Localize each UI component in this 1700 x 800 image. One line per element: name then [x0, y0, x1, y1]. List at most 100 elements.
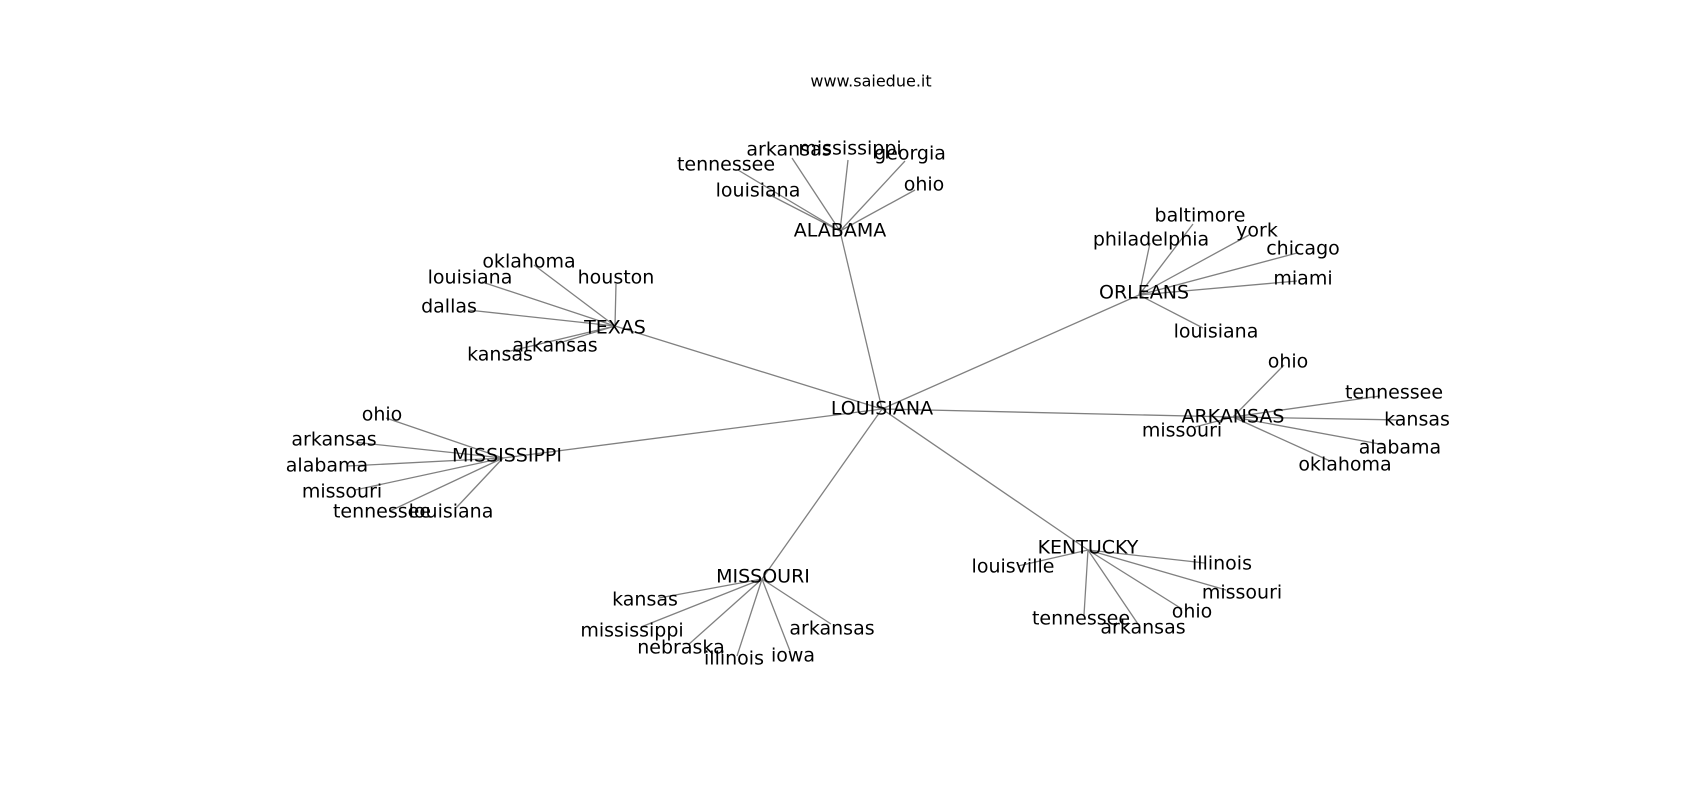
edge-arkansas-alabama [1232, 416, 1386, 446]
edge-orleans-baltimore [1138, 223, 1194, 296]
leaf-node-texas-houston: houston [578, 267, 655, 289]
edge-kentucky-louisville [1017, 549, 1089, 567]
leaf-node-alabama-louisiana: louisiana [716, 180, 801, 202]
edge-root-orleans [881, 294, 1140, 410]
site-title: www.saiedue.it [810, 72, 931, 91]
leaf-node-alabama-mississippi: mississippi [798, 138, 901, 160]
edge-missouri-kansas [658, 578, 763, 599]
leaf-node-missouri-kansas: kansas [612, 589, 678, 611]
leaf-node-mississippi-missouri: missouri [302, 481, 382, 503]
edge-root-texas [614, 325, 883, 410]
edge-mississippi-tennessee [389, 457, 504, 512]
edge-orleans-york [1138, 234, 1250, 296]
hub-node-arkansas: ARKANSAS [1181, 406, 1284, 428]
edge-texas-houston [614, 283, 617, 327]
edge-arkansas-oklahoma [1232, 416, 1331, 462]
edge-alabama-tennessee [737, 169, 841, 232]
leaf-node-texas-kansas: kansas [467, 344, 533, 366]
leaf-node-orleans-chicago: chicago [1266, 238, 1340, 260]
edge-texas-oklahoma [533, 264, 616, 327]
edge-missouri-nebraska [687, 578, 763, 646]
edge-alabama-georgia [839, 160, 906, 232]
edge-texas-louisiana [481, 281, 616, 327]
edge-alabama-ohio [839, 189, 916, 232]
edge-root-mississippi [502, 408, 883, 459]
edge-kentucky-illinois [1087, 549, 1206, 564]
leaf-node-arkansas-tennessee: tennessee [1345, 382, 1443, 404]
edge-alabama-louisiana [767, 193, 841, 232]
root-node-louisiana: LOUISIANA [831, 398, 933, 420]
hub-node-mississippi: MISSISSIPPI [452, 445, 562, 467]
edge-mississippi-alabama [347, 457, 504, 467]
edge-orleans-chicago [1138, 252, 1298, 296]
leaf-node-missouri-illinois: illinois [704, 648, 764, 670]
leaf-node-alabama-tennessee: tennessee [677, 154, 775, 176]
edge-root-arkansas [881, 408, 1234, 418]
leaf-node-arkansas-kansas: kansas [1384, 409, 1450, 431]
edge-mississippi-ohio [385, 417, 504, 459]
edge-root-kentucky [881, 408, 1089, 551]
hub-node-alabama: ALABAMA [794, 220, 886, 242]
edge-alabama-mississippi [839, 159, 849, 232]
leaf-node-arkansas-oklahoma: oklahoma [1298, 454, 1391, 476]
nodes: arkansasmississippigeorgiatennesseelouis… [286, 138, 1450, 670]
leaf-node-orleans-louisiana: louisiana [1174, 321, 1259, 343]
hub-node-kentucky: KENTUCKY [1038, 537, 1139, 559]
leaf-node-arkansas-alabama: alabama [1359, 437, 1441, 459]
edge-missouri-illinois [736, 578, 763, 657]
edge-kentucky-tennessee [1083, 549, 1089, 616]
leaf-node-missouri-arkansas: arkansas [789, 618, 874, 640]
edge-arkansas-tennessee [1232, 395, 1381, 418]
leaf-node-arkansas-missouri: missouri [1142, 420, 1222, 442]
edge-missouri-iowa [761, 578, 791, 652]
edge-root-alabama [839, 230, 883, 410]
edge-arkansas-missouri [1194, 416, 1234, 428]
edge-orleans-miami [1138, 280, 1298, 296]
leaf-node-kentucky-arkansas: arkansas [1100, 617, 1185, 639]
leaf-node-kentucky-illinois: illinois [1192, 553, 1252, 575]
leaf-node-kentucky-tennessee: tennessee [1032, 608, 1130, 630]
leaf-node-kentucky-louisville: louisville [972, 556, 1055, 578]
edge-orleans-philadelphia [1138, 242, 1151, 296]
edge-orleans-louisiana [1138, 294, 1204, 329]
leaf-node-texas-louisiana: louisiana [428, 267, 513, 289]
leaf-node-kentucky-missouri: missouri [1202, 582, 1282, 604]
edge-kentucky-ohio [1087, 549, 1183, 610]
edge-root-missouri [761, 408, 883, 580]
leaf-node-missouri-iowa: iowa [771, 645, 815, 667]
edge-kentucky-missouri [1087, 549, 1227, 591]
leaf-node-alabama-georgia: georgia [874, 143, 946, 165]
hub-node-texas: TEXAS [583, 317, 646, 339]
leaf-node-missouri-nebraska: nebraska [637, 637, 724, 659]
edge-kentucky-arkansas [1087, 549, 1139, 625]
hub-node-missouri: MISSOURI [716, 566, 810, 588]
leaf-node-orleans-philadelphia: philadelphia [1093, 229, 1209, 251]
leaf-node-alabama-arkansas: arkansas [746, 139, 831, 161]
leaf-node-mississippi-arkansas: arkansas [291, 429, 376, 451]
leaf-node-missouri-mississippi: mississippi [580, 620, 683, 642]
edge-mississippi-louisiana [455, 457, 504, 509]
hub-node-orleans: ORLEANS [1099, 282, 1189, 304]
leaf-node-texas-arkansas: arkansas [512, 335, 597, 357]
leaf-node-mississippi-louisiana: louisiana [409, 501, 494, 523]
leaf-node-texas-oklahoma: oklahoma [482, 251, 575, 273]
edge-alabama-arkansas [791, 157, 841, 232]
leaf-node-orleans-miami: miami [1273, 268, 1332, 290]
edge-arkansas-ohio [1232, 364, 1285, 418]
edge-mississippi-missouri [354, 457, 504, 491]
leaf-node-arkansas-ohio: ohio [1268, 351, 1309, 373]
edge-missouri-arkansas [761, 578, 832, 625]
leaf-node-orleans-baltimore: baltimore [1155, 205, 1246, 227]
leaf-node-mississippi-tennessee: tennessee [333, 501, 431, 523]
edge-texas-kansas [505, 325, 616, 353]
leaf-node-texas-dallas: dallas [421, 296, 477, 318]
leaf-node-mississippi-alabama: alabama [286, 455, 368, 477]
edge-mississippi-arkansas [352, 441, 504, 459]
leaf-node-alabama-ohio: ohio [904, 174, 945, 196]
edge-missouri-mississippi [640, 578, 763, 628]
edge-arkansas-kansas [1232, 416, 1403, 421]
edge-texas-dallas [467, 309, 616, 327]
edges [347, 157, 1403, 657]
leaf-node-mississippi-ohio: ohio [362, 404, 403, 426]
